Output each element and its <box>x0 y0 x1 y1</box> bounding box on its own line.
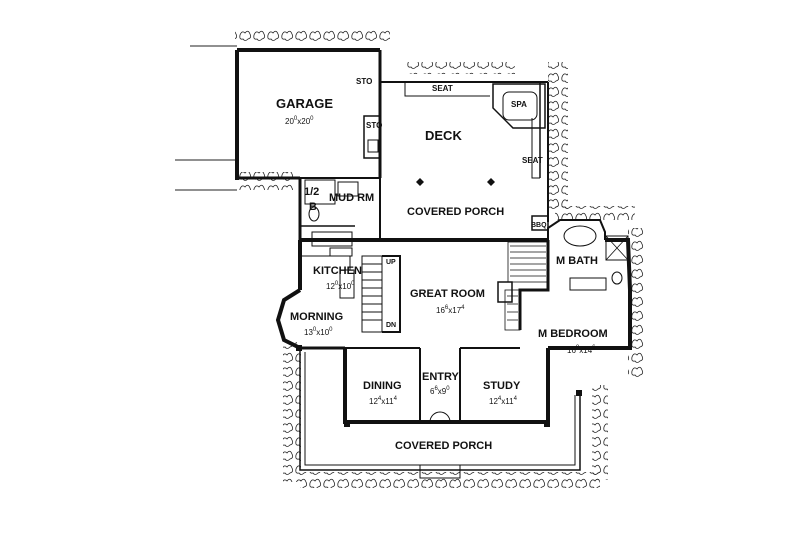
room-dim-great-room: 166x174 <box>436 305 465 315</box>
label-sto-top: STO <box>356 77 373 86</box>
room-label-mud-rm: MUD RM <box>329 192 375 204</box>
deck-posts <box>416 178 495 186</box>
spa-tub <box>492 83 546 129</box>
room-label-half-bath-b: B <box>309 201 317 213</box>
room-label-morning: MORNING <box>290 311 344 323</box>
room-label-covered-porch-rear: COVERED PORCH <box>407 206 505 218</box>
label-stairs-up: UP <box>386 259 396 266</box>
room-label-kitchen: KITCHEN <box>313 265 362 277</box>
porch-columns <box>296 345 582 427</box>
room-dim-dining: 124x114 <box>369 396 397 406</box>
label-seat-side: SEAT <box>522 156 543 165</box>
label-sto-side: STO <box>366 121 383 130</box>
label-stairs-dn: DN <box>386 322 397 329</box>
room-dim-morning: 130x100 <box>304 327 333 337</box>
room-dim-m-bedroom: 168x146 <box>567 345 596 355</box>
room-label-deck: DECK <box>425 128 462 143</box>
label-seat-top: SEAT <box>432 84 453 93</box>
room-label-covered-porch-front: COVERED PORCH <box>395 440 493 452</box>
bbq-unit <box>531 215 549 231</box>
deck-outline <box>379 81 549 240</box>
room-label-m-bath: M BATH <box>556 255 598 267</box>
room-dim-study: 124x114 <box>489 396 517 406</box>
room-label-dining: DINING <box>363 380 402 392</box>
master-bath-fixtures <box>547 219 629 291</box>
staircase <box>361 255 401 333</box>
room-label-great-room: GREAT ROOM <box>410 288 485 300</box>
kitchen-counters <box>302 247 355 299</box>
room-label-half-bath: 1/2 <box>304 186 320 198</box>
room-dim-entry: 66x90 <box>430 386 450 396</box>
room-label-garage: GARAGE <box>276 96 334 111</box>
room-label-m-bedroom: M BEDROOM <box>538 328 608 340</box>
interior-walls <box>345 347 520 422</box>
driveway <box>175 45 237 191</box>
garage-walls <box>235 48 382 180</box>
entry-doors <box>429 411 451 423</box>
room-label-study: STUDY <box>483 380 521 392</box>
room-dim-kitchen: 120x100 <box>326 281 355 291</box>
room-label-entry: ENTRY <box>422 371 459 383</box>
fireplace <box>497 281 513 303</box>
label-bbq: BBQ <box>531 222 547 229</box>
landscaping-shrubs <box>235 28 644 488</box>
front-porch-outline <box>299 348 581 479</box>
room-dim-garage: 200x200 <box>285 116 314 126</box>
label-spa: SPA <box>511 100 527 109</box>
